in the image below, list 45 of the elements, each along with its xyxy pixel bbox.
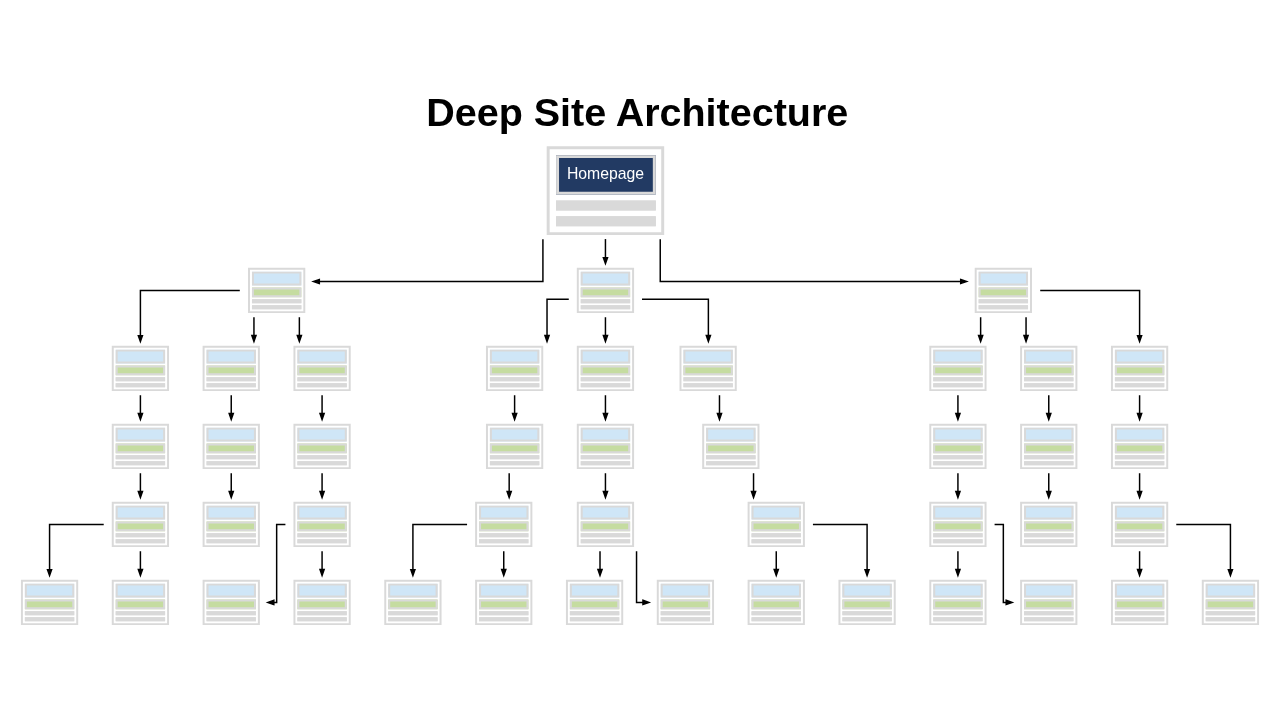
arrow (602, 394, 609, 422)
arrow (659, 238, 969, 285)
arrow (137, 394, 144, 422)
arrow (1175, 523, 1234, 578)
arrow (228, 472, 235, 500)
arrow (954, 550, 962, 578)
arrow (265, 523, 287, 606)
arrow (1136, 472, 1143, 500)
arrow (750, 472, 757, 500)
arrow (1039, 289, 1143, 344)
arrow (500, 550, 507, 578)
arrow (228, 394, 235, 422)
arrow (543, 298, 570, 344)
arrow (635, 550, 652, 606)
arrow (602, 472, 609, 500)
arrow (1022, 316, 1030, 344)
arrow (311, 238, 544, 285)
diagram-title: Deep Site Architecture (426, 89, 849, 134)
arrow (511, 394, 518, 422)
arrow (318, 550, 326, 578)
arrow (250, 316, 258, 344)
arrow (954, 394, 962, 422)
arrow (46, 523, 105, 578)
arrow (137, 289, 241, 344)
arrow (409, 523, 468, 578)
arrow (641, 298, 712, 344)
arrow (812, 523, 871, 578)
arrow (1045, 472, 1052, 500)
arrow (602, 316, 609, 344)
arrow (1136, 394, 1143, 422)
arrow (506, 472, 513, 500)
arrow (318, 472, 326, 500)
arrow (596, 550, 604, 578)
arrow (137, 472, 144, 500)
arrow (1045, 394, 1052, 422)
arrow (954, 472, 962, 500)
arrow (1136, 550, 1143, 578)
arrow (977, 316, 984, 344)
arrow (296, 316, 303, 344)
arrow (773, 550, 780, 578)
arrow (602, 238, 609, 266)
arrow (993, 523, 1015, 606)
arrow (137, 550, 144, 578)
arrow (318, 394, 326, 422)
arrow (716, 394, 723, 422)
